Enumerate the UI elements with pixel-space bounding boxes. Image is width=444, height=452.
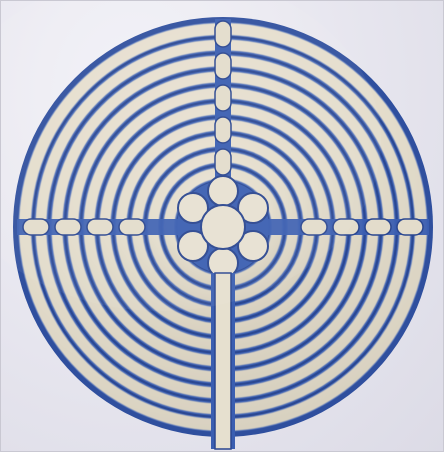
photo-frame bbox=[0, 0, 444, 452]
labyrinth-figure bbox=[1, 1, 444, 452]
